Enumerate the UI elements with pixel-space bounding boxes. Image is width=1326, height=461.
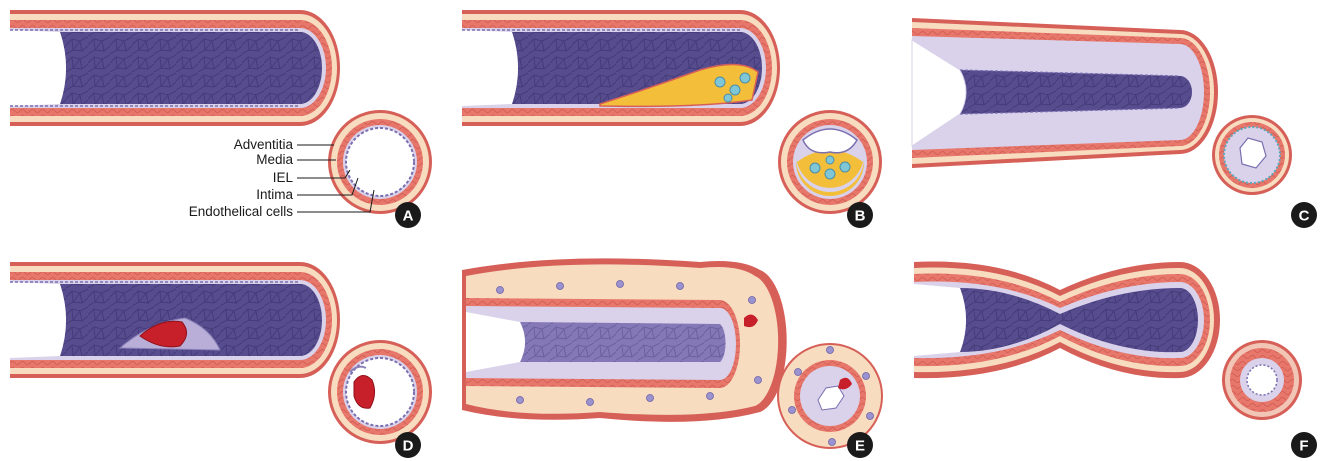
panel-badge-f: F (1291, 432, 1317, 458)
svg-text:A: A (403, 208, 414, 225)
panel-badge-a: A (395, 202, 421, 228)
svg-text:F: F (1299, 438, 1308, 455)
vessel-cross-section-f (1222, 340, 1302, 420)
panel-badge-c: C (1291, 202, 1317, 228)
panel-e: E (462, 258, 882, 458)
svg-text:E: E (855, 438, 865, 455)
panel-badge-e: E (847, 432, 873, 458)
panel-badge-d: D (395, 432, 421, 458)
vessel-longitudinal-e (462, 258, 787, 421)
panel-badge-b: B (847, 202, 873, 228)
vessel-cross-section-a (328, 110, 432, 214)
label-media: Media (256, 152, 293, 167)
vessel-cross-section-d (328, 340, 432, 444)
label-adventitia: Adventitia (234, 137, 294, 152)
label-iel: IEL (273, 170, 294, 185)
vessel-longitudinal-b (462, 10, 780, 126)
svg-text:C: C (1299, 208, 1310, 225)
vessel-longitudinal-a (10, 10, 340, 126)
panel-a: Adventitia Media IEL Intima Endothelical… (10, 10, 432, 228)
label-intima: Intima (256, 187, 293, 202)
vessel-longitudinal-c (912, 18, 1218, 168)
vessel-cross-section-c (1212, 115, 1292, 195)
vessel-cross-section-b (778, 110, 882, 214)
label-endothelial-cells: Endothelical cells (189, 204, 294, 219)
panel-d: D (10, 262, 432, 458)
vessel-cross-section-e (778, 344, 882, 448)
vessel-longitudinal-d (10, 262, 340, 378)
panel-f: F (914, 262, 1317, 458)
panel-c: C (912, 18, 1317, 228)
vessel-longitudinal-f (914, 262, 1220, 379)
svg-text:B: B (855, 208, 866, 225)
svg-text:D: D (403, 438, 414, 455)
panel-b: B (462, 10, 882, 228)
